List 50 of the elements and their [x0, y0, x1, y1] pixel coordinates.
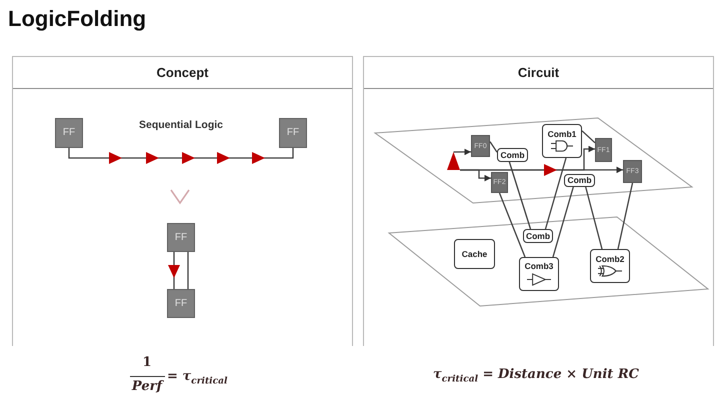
connector-line	[187, 252, 189, 289]
connector-line	[552, 186, 574, 258]
equation-term: 1	[142, 356, 152, 370]
flip-flop-block	[595, 138, 612, 162]
flip-flop-block	[623, 160, 642, 183]
flip-flop-block	[55, 118, 83, 148]
logic-block	[564, 174, 595, 187]
panel-header: Concept	[13, 57, 352, 89]
equation: τ$_{critical}$ = Distance × Unit RC	[433, 368, 639, 385]
block-label: Comb	[567, 176, 592, 185]
logic-block	[590, 249, 630, 283]
block-label: Cache	[462, 250, 488, 258]
arrow	[168, 252, 180, 289]
arrow	[68, 148, 294, 164]
connector-line	[582, 130, 596, 144]
cache-block	[454, 239, 495, 269]
block-label: FF	[286, 128, 300, 138]
flip-flop-block	[491, 172, 508, 193]
arrow	[460, 164, 623, 176]
panel-header: Circuit	[364, 57, 713, 89]
connector-line	[544, 158, 567, 230]
logic-block	[519, 257, 559, 291]
block-label: FF	[62, 128, 76, 138]
connector-line	[585, 186, 603, 250]
flip-flop-block	[167, 223, 195, 252]
logic-block	[523, 229, 553, 243]
block-label: Comb	[500, 150, 525, 160]
panel	[363, 56, 714, 346]
block-label: FF	[174, 232, 188, 242]
block-label: Comb3	[524, 262, 554, 271]
logic-block	[497, 148, 528, 162]
arrow	[454, 148, 471, 156]
logic-block	[542, 124, 582, 158]
flip-flop-block	[471, 135, 490, 157]
block-label: FF	[174, 298, 188, 308]
block-label: Comb	[526, 232, 550, 240]
flip-flop-block	[279, 118, 307, 148]
connector-line	[508, 162, 532, 230]
diagram-label: Sequential Logic	[139, 120, 223, 132]
flip-flop-block	[167, 289, 195, 318]
title: LogicFolding	[8, 6, 146, 32]
connector-line	[498, 192, 526, 258]
connector-line	[489, 141, 498, 153]
block-label: Comb1	[548, 130, 576, 138]
block-label: Comb2	[596, 254, 624, 264]
connector-line	[617, 182, 634, 250]
panel	[12, 56, 353, 346]
equation-term: = τ$_{critical}$	[167, 370, 228, 387]
equation-term: Perf	[132, 380, 162, 394]
buffer-symbol	[447, 152, 460, 170]
